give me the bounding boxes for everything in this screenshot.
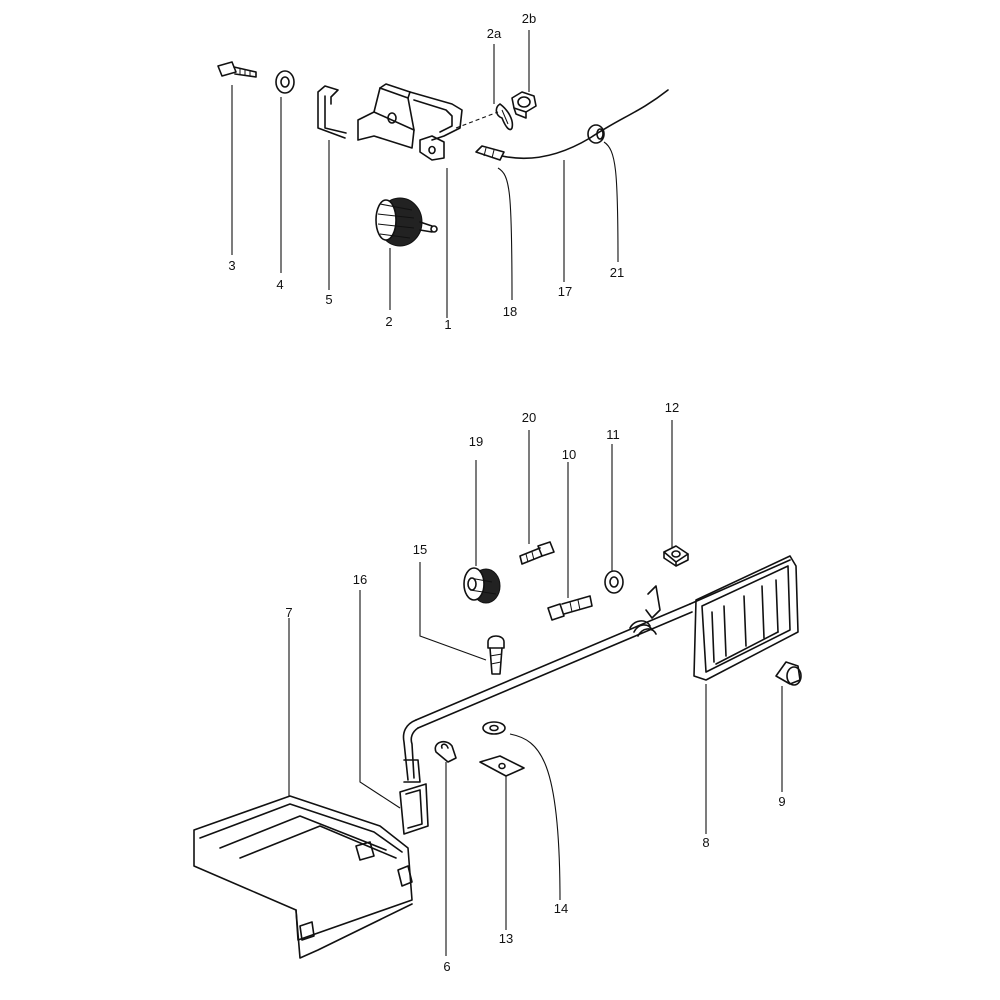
callout-label-14: 14 (553, 901, 569, 916)
callout-label-12: 12 (664, 400, 680, 415)
washer-part-14 (482, 721, 506, 735)
washer-part-11 (604, 570, 624, 594)
grommet-part-21 (587, 124, 605, 144)
callout-label-10: 10 (561, 447, 577, 462)
clip-part-6 (434, 740, 457, 763)
callout-label-6: 6 (443, 959, 451, 974)
bushing-part-19 (463, 567, 501, 604)
callout-label-21: 21 (609, 265, 625, 280)
washer-part-4 (275, 70, 295, 94)
bracket-part-16 (399, 783, 429, 835)
stop-part-9 (775, 661, 802, 686)
nut-part-2b (511, 91, 537, 119)
bolt-part-10 (547, 595, 593, 621)
callout-label-18: 18 (502, 304, 518, 319)
sleeve-part-18 (475, 145, 505, 161)
callout-label-19: 19 (468, 434, 484, 449)
callout-label-2b: 2b (521, 11, 537, 26)
plate-part-13 (479, 755, 525, 777)
callout-label-5: 5 (325, 292, 333, 307)
callout-label-4: 4 (276, 277, 284, 292)
callout-label-15: 15 (412, 542, 428, 557)
callout-label-11: 11 (606, 427, 620, 442)
callout-label-8: 8 (702, 835, 710, 850)
clip-part-5 (317, 85, 347, 139)
callout-label-3: 3 (228, 258, 236, 273)
cover-plate-part-7 (193, 795, 413, 959)
callout-label-2: 2 (385, 314, 393, 329)
bracket-part-1 (357, 83, 499, 161)
callout-label-7: 7 (285, 605, 293, 620)
pedal-part-8 (693, 555, 799, 681)
callout-label-2a: 2a (486, 26, 502, 41)
pedal-rod (402, 559, 791, 783)
callout-label-13: 13 (498, 931, 514, 946)
lower-leader-lines (288, 420, 783, 956)
callout-label-20: 20 (521, 410, 537, 425)
upper-leader-lines (231, 30, 619, 318)
bolt-part-3 (217, 61, 257, 78)
pin-part-2a (495, 103, 514, 131)
callout-label-16: 16 (352, 572, 368, 587)
rubber-mount-part-2 (375, 197, 438, 247)
cable-part-17 (501, 89, 669, 159)
callout-label-9: 9 (778, 794, 786, 809)
screw-part-15 (487, 635, 505, 675)
bolt-part-20 (519, 541, 555, 565)
callout-label-1: 1 (444, 317, 452, 332)
callout-label-17: 17 (557, 284, 573, 299)
nut-part-12 (663, 545, 689, 567)
